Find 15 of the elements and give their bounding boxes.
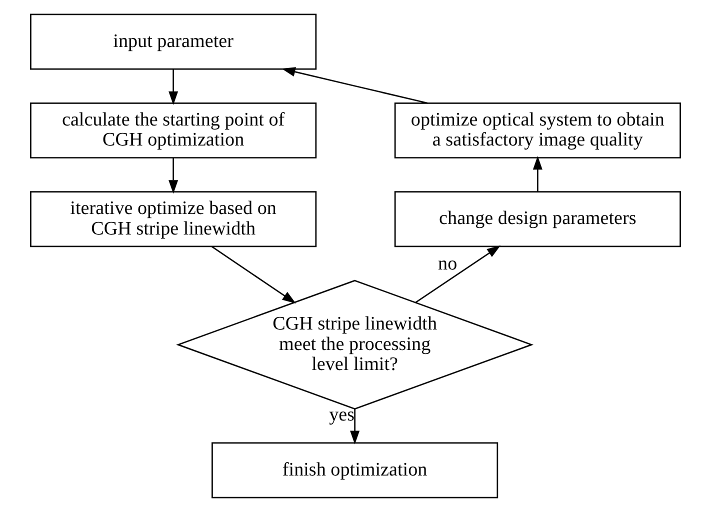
arrow <box>532 156 542 192</box>
node-box: iterative optimize based on CGH stripe linewidth <box>30 190 316 247</box>
node-box: input parameter <box>30 13 316 70</box>
node-box: calculate the starting point of CGH optimization <box>30 102 316 158</box>
node-box: finish optimization <box>211 442 498 498</box>
arrow <box>168 68 178 105</box>
edge-label: no <box>438 252 457 274</box>
node-box: change design parameters <box>394 190 680 247</box>
arrow <box>168 158 178 194</box>
node-box: optimize optical system to obtain a satisfactory image quality <box>394 102 680 158</box>
arrow <box>210 246 296 303</box>
arrow <box>414 244 500 303</box>
arrow <box>281 66 428 104</box>
arrow <box>350 408 360 444</box>
node-diamond: CGH stripe linewidth meet the processing level limit? <box>176 279 534 410</box>
